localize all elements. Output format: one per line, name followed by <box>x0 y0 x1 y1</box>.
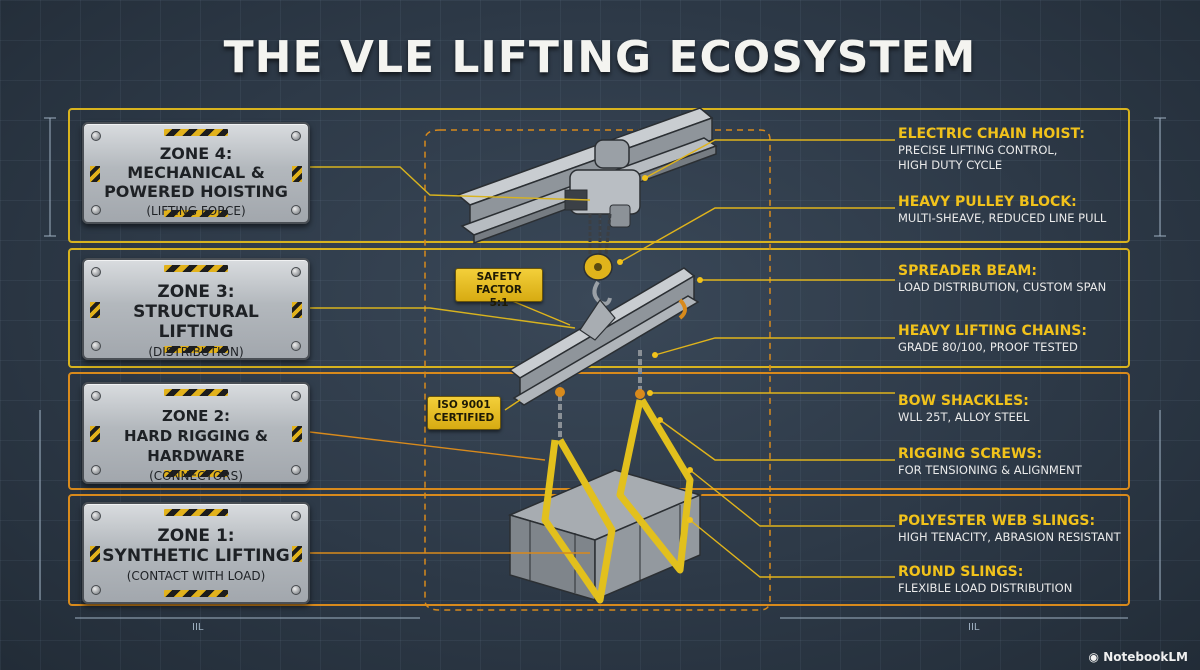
callout-title: ELECTRIC CHAIN HOIST: <box>898 126 1085 142</box>
zone-1-heading: ZONE 1: SYNTHETIC LIFTING <box>102 526 290 566</box>
hazard-stripe-icon <box>164 470 228 477</box>
leader-lines <box>309 139 895 578</box>
web-slings <box>541 398 694 604</box>
screw-icon <box>291 511 301 521</box>
screw-icon <box>91 205 101 215</box>
screw-icon <box>91 131 101 141</box>
watermark-label: NotebookLM <box>1103 650 1188 664</box>
callout-title: HEAVY PULLEY BLOCK: <box>898 194 1077 210</box>
hazard-stripe-icon <box>292 302 302 318</box>
callout-title: BOW SHACKLES: <box>898 393 1029 409</box>
screw-icon <box>91 267 101 277</box>
zone-4-subtitle: (LIFTING FORCE) <box>146 204 246 218</box>
zone-3-plate: ZONE 3: STRUCTURAL LIFTING (DISTRIBUTION… <box>82 258 310 360</box>
hazard-stripe-icon <box>292 166 302 182</box>
hazard-stripe-icon <box>90 302 100 318</box>
callout-round-slings: ROUND SLINGS: FLEXIBLE LOAD DISTRIBUTION <box>898 564 1072 596</box>
hazard-stripe-icon <box>292 426 302 442</box>
lifting-chains <box>558 350 642 440</box>
hazard-stripe-icon <box>292 546 302 562</box>
callout-description: FOR TENSIONING & ALIGNMENT <box>898 463 1082 477</box>
dashed-boundary <box>424 129 771 611</box>
screw-icon <box>291 131 301 141</box>
callout-title: ROUND SLINGS: <box>898 564 1024 580</box>
zone-4-plate: ZONE 4: MECHANICAL & POWERED HOISTING (L… <box>82 122 310 224</box>
callout-description: LOAD DISTRIBUTION, CUSTOM SPAN <box>898 280 1107 294</box>
callout-title: SPREADER BEAM: <box>898 263 1037 279</box>
hazard-stripe-icon <box>164 389 228 396</box>
leader-dots <box>617 175 703 523</box>
hazard-stripe-icon <box>90 546 100 562</box>
callout-title: RIGGING SCREWS: <box>898 446 1043 462</box>
callout-description: WLL 25T, ALLOY STEEL <box>898 410 1030 424</box>
zone-2-plate: ZONE 2: HARD RIGGING & HARDWARE (CONNECT… <box>82 382 310 484</box>
hazard-stripe-icon <box>164 129 228 136</box>
safety-factor-tag: SAFETY FACTOR 5:1 <box>455 268 543 309</box>
dimension-label-right: IIL <box>968 622 980 633</box>
load-crate <box>507 469 703 602</box>
pulley-block <box>583 253 613 306</box>
callout-description: GRADE 80/100, PROOF TESTED <box>898 340 1078 354</box>
callout-spreader-beam: SPREADER BEAM: LOAD DISTRIBUTION, CUSTOM… <box>898 263 1106 295</box>
page-title: THE VLE LIFTING ECOSYSTEM <box>223 32 977 83</box>
callout-title: HEAVY LIFTING CHAINS: <box>898 323 1087 339</box>
screw-icon <box>291 205 301 215</box>
screw-icon <box>91 585 101 595</box>
callout-heavy-pulley-block: HEAVY PULLEY BLOCK: MULTI-SHEAVE, REDUCE… <box>898 194 1106 226</box>
callout-description: MULTI-SHEAVE, REDUCED LINE PULL <box>898 211 1107 225</box>
dimension-label-left: IIL <box>192 622 204 633</box>
screw-icon <box>291 391 301 401</box>
zone-1-subtitle: (CONTACT WITH LOAD) <box>126 569 266 583</box>
screw-icon <box>91 341 101 351</box>
shackle-left <box>555 387 565 397</box>
notebooklm-watermark: ◉ NotebookLM <box>1089 650 1188 664</box>
callout-title: POLYESTER WEB SLINGS: <box>898 513 1096 529</box>
zone-2-subtitle: (CONNECTORS) <box>149 469 243 483</box>
callout-description: PRECISE LIFTING CONTROL, HIGH DUTY CYCLE <box>898 143 1058 172</box>
hazard-stripe-icon <box>164 210 228 217</box>
notebooklm-logo-icon: ◉ <box>1088 650 1099 664</box>
hazard-stripe-icon <box>164 590 228 597</box>
callout-electric-chain-hoist: ELECTRIC CHAIN HOIST: PRECISE LIFTING CO… <box>898 126 1085 173</box>
screw-icon <box>91 391 101 401</box>
screw-icon <box>91 511 101 521</box>
dimension-lines <box>39 117 1166 619</box>
zone-3-band <box>68 248 1130 368</box>
zone-3-heading: ZONE 3: STRUCTURAL LIFTING <box>133 282 259 342</box>
callout-bow-shackles: BOW SHACKLES: WLL 25T, ALLOY STEEL <box>898 393 1029 425</box>
screw-icon <box>291 341 301 351</box>
zone-3-subtitle: (DISTRIBUTION) <box>148 345 244 359</box>
screw-icon <box>91 465 101 475</box>
iso-certified-tag: ISO 9001 CERTIFIED <box>427 396 501 430</box>
hazard-stripe-icon <box>90 426 100 442</box>
callout-heavy-lifting-chains: HEAVY LIFTING CHAINS: GRADE 80/100, PROO… <box>898 323 1087 355</box>
callout-rigging-screws: RIGGING SCREWS: FOR TENSIONING & ALIGNME… <box>898 446 1082 478</box>
callout-description: HIGH TENACITY, ABRASION RESISTANT <box>898 530 1121 544</box>
screw-icon <box>291 267 301 277</box>
zone-1-plate: ZONE 1: SYNTHETIC LIFTING (CONTACT WITH … <box>82 502 310 604</box>
shackle-right <box>635 389 645 399</box>
spreader-beam <box>508 267 700 406</box>
zone-2-heading: ZONE 2: HARD RIGGING & HARDWARE <box>124 407 268 465</box>
screw-icon <box>291 585 301 595</box>
hazard-stripe-icon <box>164 509 228 516</box>
callout-polyester-web-slings: POLYESTER WEB SLINGS: HIGH TENACITY, ABR… <box>898 513 1121 545</box>
zone-4-heading: ZONE 4: MECHANICAL & POWERED HOISTING <box>104 144 288 201</box>
callout-description: FLEXIBLE LOAD DISTRIBUTION <box>898 581 1073 595</box>
hazard-stripe-icon <box>164 265 228 272</box>
hazard-stripe-icon <box>164 346 228 353</box>
hazard-stripe-icon <box>90 166 100 182</box>
screw-icon <box>291 465 301 475</box>
